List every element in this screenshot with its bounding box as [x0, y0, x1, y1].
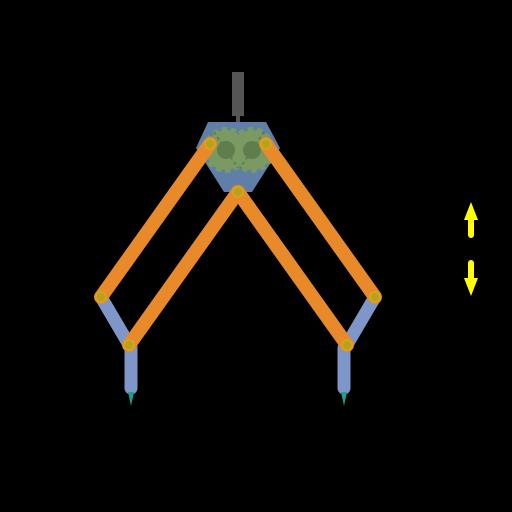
- pivot-joint-top-right: [260, 138, 272, 150]
- arrow-down-shaft: [468, 260, 474, 282]
- gear-teeth-dash-left: [213, 131, 239, 169]
- pivot-joints: [95, 138, 381, 351]
- arrow-up-head: [464, 202, 478, 220]
- right-fingertip: [341, 392, 347, 406]
- pivot-joint-left-wrist: [123, 339, 135, 351]
- gear-teeth-dash-right: [239, 131, 265, 169]
- pivot-joint-right-wrist: [341, 339, 353, 351]
- pivot-joint-left-elbow: [95, 291, 107, 303]
- left-gear-hub: [217, 141, 235, 159]
- pivot-joint-top-left: [204, 138, 216, 150]
- arrow-up-icon[interactable]: [464, 202, 478, 238]
- pivot-joint-right-elbow: [369, 291, 381, 303]
- right-inner-link[interactable]: [231, 185, 354, 352]
- arrow-down-head: [464, 278, 478, 296]
- arrow-up-shaft: [468, 216, 474, 238]
- mount-shaft: [232, 72, 244, 116]
- right-gear-hub: [243, 141, 261, 159]
- arrow-down-icon[interactable]: [464, 260, 478, 296]
- right-outer-link[interactable]: [259, 137, 382, 304]
- left-fingertip: [128, 392, 134, 406]
- left-outer-link[interactable]: [94, 137, 217, 304]
- pivot-joint-center: [232, 186, 244, 198]
- left-inner-link[interactable]: [122, 185, 245, 352]
